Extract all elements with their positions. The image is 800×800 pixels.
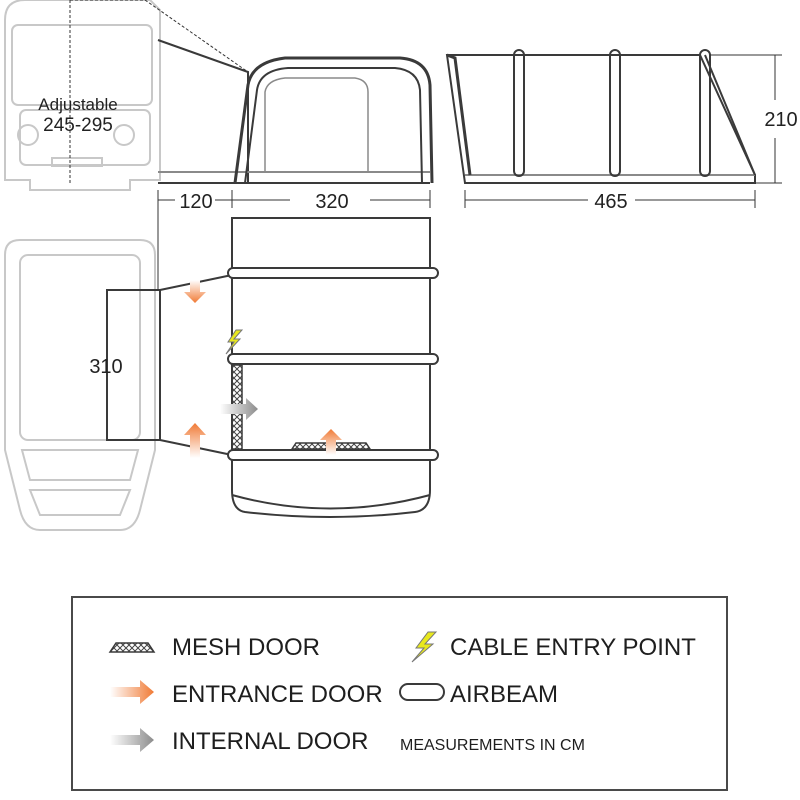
internal-arrow-icon — [110, 728, 154, 752]
legend-measurements-note: MEASUREMENTS IN CM — [400, 737, 585, 754]
legend-mesh-door: MESH DOOR — [172, 634, 320, 661]
legend-internal-door: INTERNAL DOOR — [172, 728, 368, 755]
legend-cable-entry-point: CABLE ENTRY POINT — [450, 634, 696, 661]
vehicle-top-view — [4, 239, 156, 531]
awning-side-elevation — [445, 49, 756, 184]
airbeam-icon — [399, 683, 445, 701]
annex-plan — [106, 205, 233, 456]
awning-width-label: 320 — [315, 191, 348, 213]
side-length-label: 465 — [594, 191, 627, 213]
plan-airbeam-1 — [227, 267, 439, 279]
mesh-door-icon — [108, 642, 156, 653]
entrance-arrow-icon — [184, 423, 206, 458]
annex-depth-label: 120 — [179, 191, 212, 213]
entrance-arrow-icon — [184, 280, 206, 303]
plan-depth-label: 310 — [89, 356, 122, 378]
plan-airbeam-2 — [227, 353, 439, 365]
side-dimension-lines — [464, 54, 782, 208]
awning-plan — [231, 217, 431, 518]
legend-airbeam: AIRBEAM — [450, 681, 558, 708]
entrance-arrow-icon — [110, 680, 154, 704]
lightning-bolt-icon — [225, 329, 244, 355]
adjustable-label: Adjustable — [38, 95, 117, 114]
mirror-projection-lines — [69, 0, 249, 185]
entrance-arrow-icon — [320, 429, 342, 455]
adjustable-range-label: 245-295 — [43, 115, 113, 136]
legend-entrance-door: ENTRANCE DOOR — [172, 681, 383, 708]
vehicle-rear-view — [4, 0, 161, 191]
lightning-bolt-icon — [411, 631, 438, 663]
height-label: 210 — [764, 109, 797, 131]
awning-front-elevation — [157, 39, 434, 184]
internal-arrow-icon — [220, 398, 258, 420]
plan-airbeams — [227, 267, 439, 461]
